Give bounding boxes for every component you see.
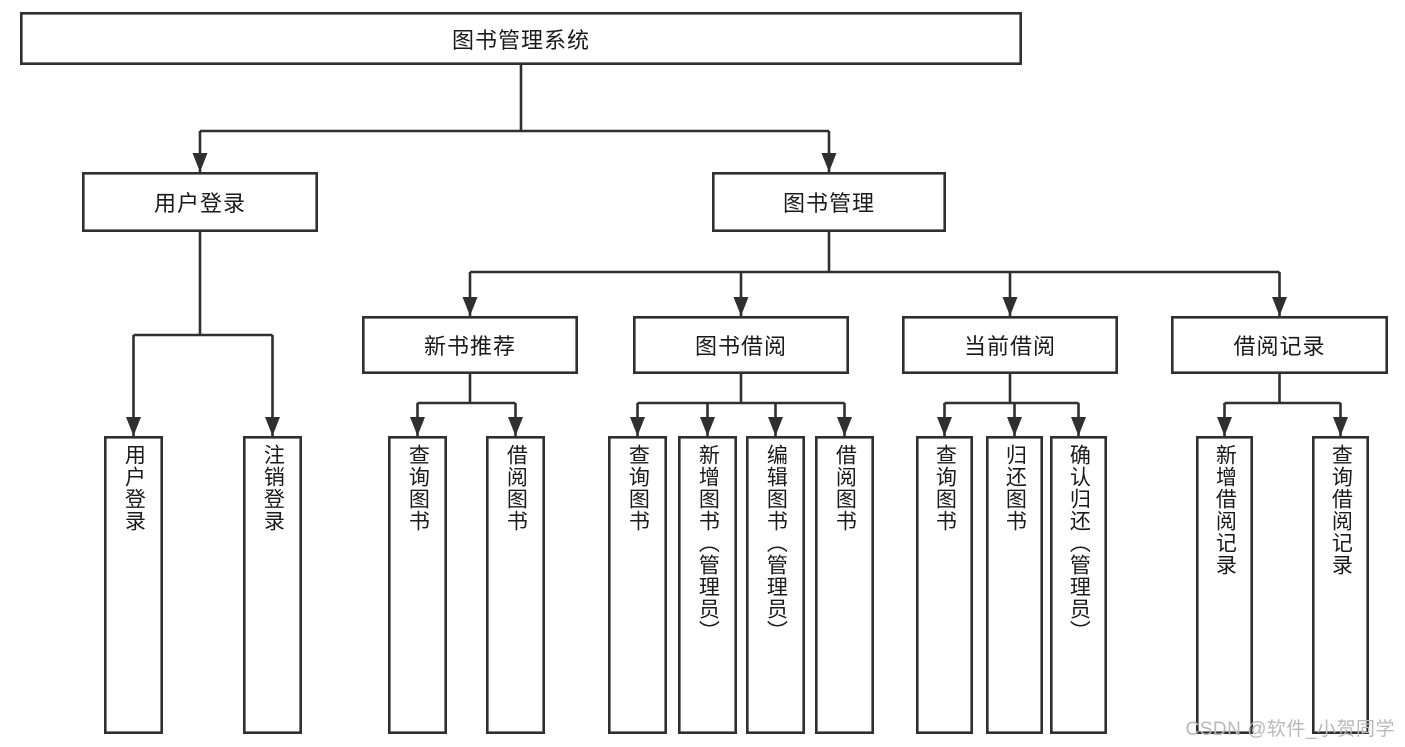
node-box-leaf-query-record[interactable] <box>1312 435 1370 734</box>
node-box-borrow-record[interactable] <box>1171 315 1389 374</box>
arrow-icon-current-borrow-to-leaf-query-book-3 <box>937 417 952 436</box>
arrow-icon-book-manage-to-current-borrow <box>1002 297 1018 316</box>
node-box-leaf-add-book[interactable] <box>677 435 737 734</box>
arrow-icon-book-manage-to-new-book-rec <box>462 297 478 316</box>
node-box-leaf-add-record[interactable] <box>1196 435 1254 734</box>
arrow-icon-root-to-book-manage <box>821 153 837 172</box>
node-box-leaf-borrow-book-2[interactable] <box>814 435 874 734</box>
node-box-user-login[interactable] <box>82 172 318 233</box>
arrow-icon-root-to-user-login <box>192 153 208 172</box>
arrow-icon-borrow-record-to-leaf-query-record <box>1333 417 1348 436</box>
arrow-icon-user-login-to-leaf-user-login <box>126 417 141 436</box>
node-box-new-book-rec[interactable] <box>361 315 578 374</box>
node-box-leaf-query-book-2[interactable] <box>607 435 667 734</box>
node-box-root[interactable] <box>19 12 1023 66</box>
node-box-layer <box>19 12 1389 734</box>
arrow-icon-new-book-rec-to-leaf-borrow-book-1 <box>508 417 523 436</box>
arrow-icon-book-borrow-to-leaf-borrow-book-2 <box>837 417 852 436</box>
arrow-icon-book-manage-to-borrow-record <box>1272 297 1287 316</box>
arrow-icon-current-borrow-to-leaf-return-book <box>1007 417 1022 436</box>
arrow-icon-book-borrow-to-leaf-add-book <box>700 417 715 436</box>
node-box-book-manage[interactable] <box>711 172 946 233</box>
node-box-current-borrow[interactable] <box>901 315 1118 374</box>
arrow-icon-user-login-to-leaf-user-logout <box>265 417 280 436</box>
node-box-leaf-return-book[interactable] <box>985 435 1043 734</box>
arrow-icon-new-book-rec-to-leaf-query-book-1 <box>410 417 425 436</box>
node-box-book-borrow[interactable] <box>632 315 849 374</box>
arrow-icon-book-borrow-to-leaf-edit-book <box>768 417 783 436</box>
connector-layer <box>126 65 1348 436</box>
arrow-icon-book-borrow-to-leaf-query-book-2 <box>630 417 645 436</box>
node-box-leaf-borrow-book-1[interactable] <box>485 435 545 734</box>
node-box-leaf-query-book-3[interactable] <box>915 435 973 734</box>
arrow-icon-borrow-record-to-leaf-add-record <box>1217 417 1232 436</box>
node-box-leaf-edit-book[interactable] <box>745 435 805 734</box>
node-box-leaf-user-login[interactable] <box>104 435 164 734</box>
node-box-leaf-user-logout[interactable] <box>243 435 303 734</box>
arrow-icon-book-manage-to-book-borrow <box>733 297 749 316</box>
arrow-icon-current-borrow-to-leaf-confirm-return <box>1071 417 1086 436</box>
node-box-leaf-query-book-1[interactable] <box>387 435 447 734</box>
node-box-leaf-confirm-return[interactable] <box>1050 435 1108 734</box>
